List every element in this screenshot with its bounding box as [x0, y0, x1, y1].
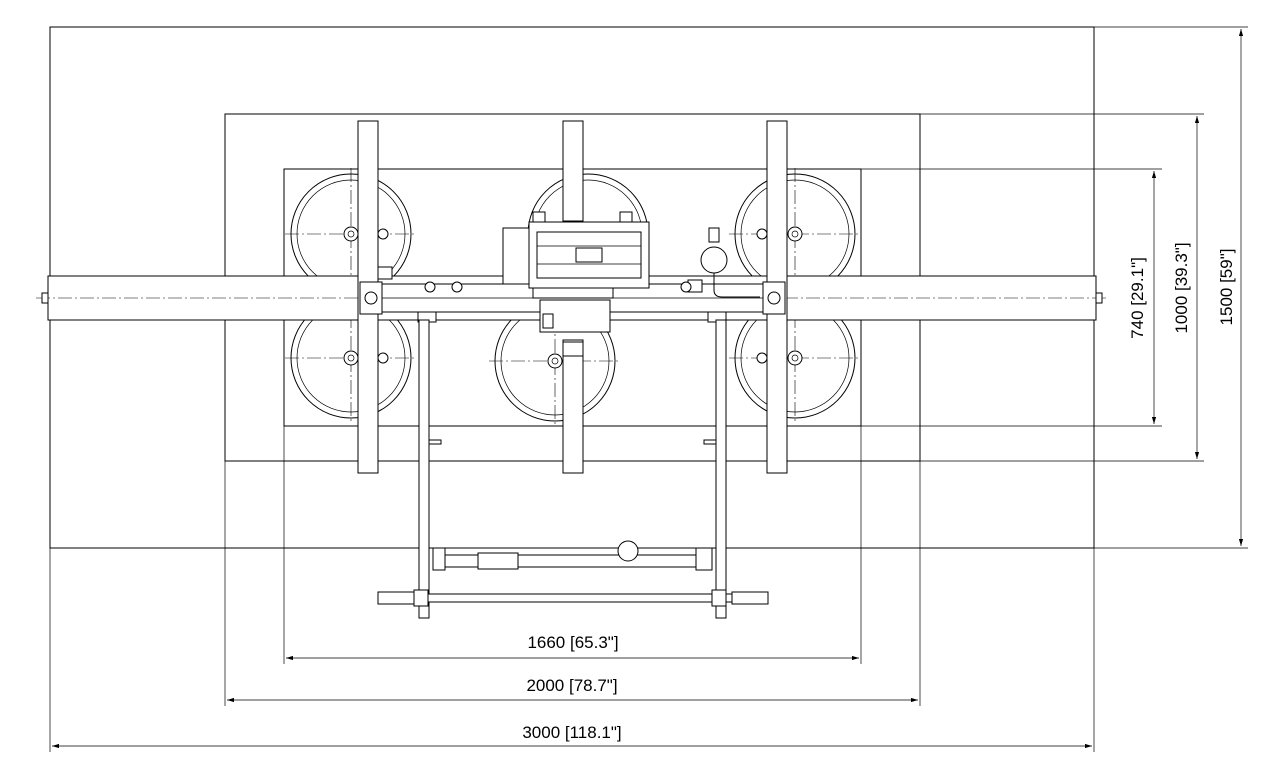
beam-fittings [417, 281, 727, 323]
dimension-label-2000: 2000 [78.7"] [526, 676, 617, 695]
dimension-label-1500: 1500 [59"] [1217, 249, 1236, 326]
cross-arm-left [357, 120, 393, 474]
cross-arm-center [562, 120, 584, 474]
dimension-width-2000: 2000 [78.7"] [224, 461, 921, 706]
suction-pad-bottom-left [285, 292, 417, 424]
dimension-width-1660: 1660 [65.3"] [283, 426, 862, 664]
dimension-label-1660: 1660 [65.3"] [527, 633, 618, 652]
handle-frame [377, 319, 769, 619]
dimension-width-3000: 3000 [118.1"] [49, 548, 1095, 752]
vacuum-pump [502, 211, 650, 299]
dimension-label-3000: 3000 [118.1"] [522, 723, 621, 742]
cross-arm-right [762, 120, 788, 474]
dimension-height-740: 740 [29.1"] [861, 168, 1162, 427]
vacuum-filter [687, 227, 760, 298]
pump-motor-housing [539, 299, 611, 357]
dimension-height-1000: 1000 [39.3"] [920, 113, 1204, 462]
dimension-label-740: 740 [29.1"] [1128, 257, 1147, 339]
dimension-height-1500: 1500 [59"] [1094, 26, 1248, 549]
dimension-label-1000: 1000 [39.3"] [1172, 242, 1191, 333]
